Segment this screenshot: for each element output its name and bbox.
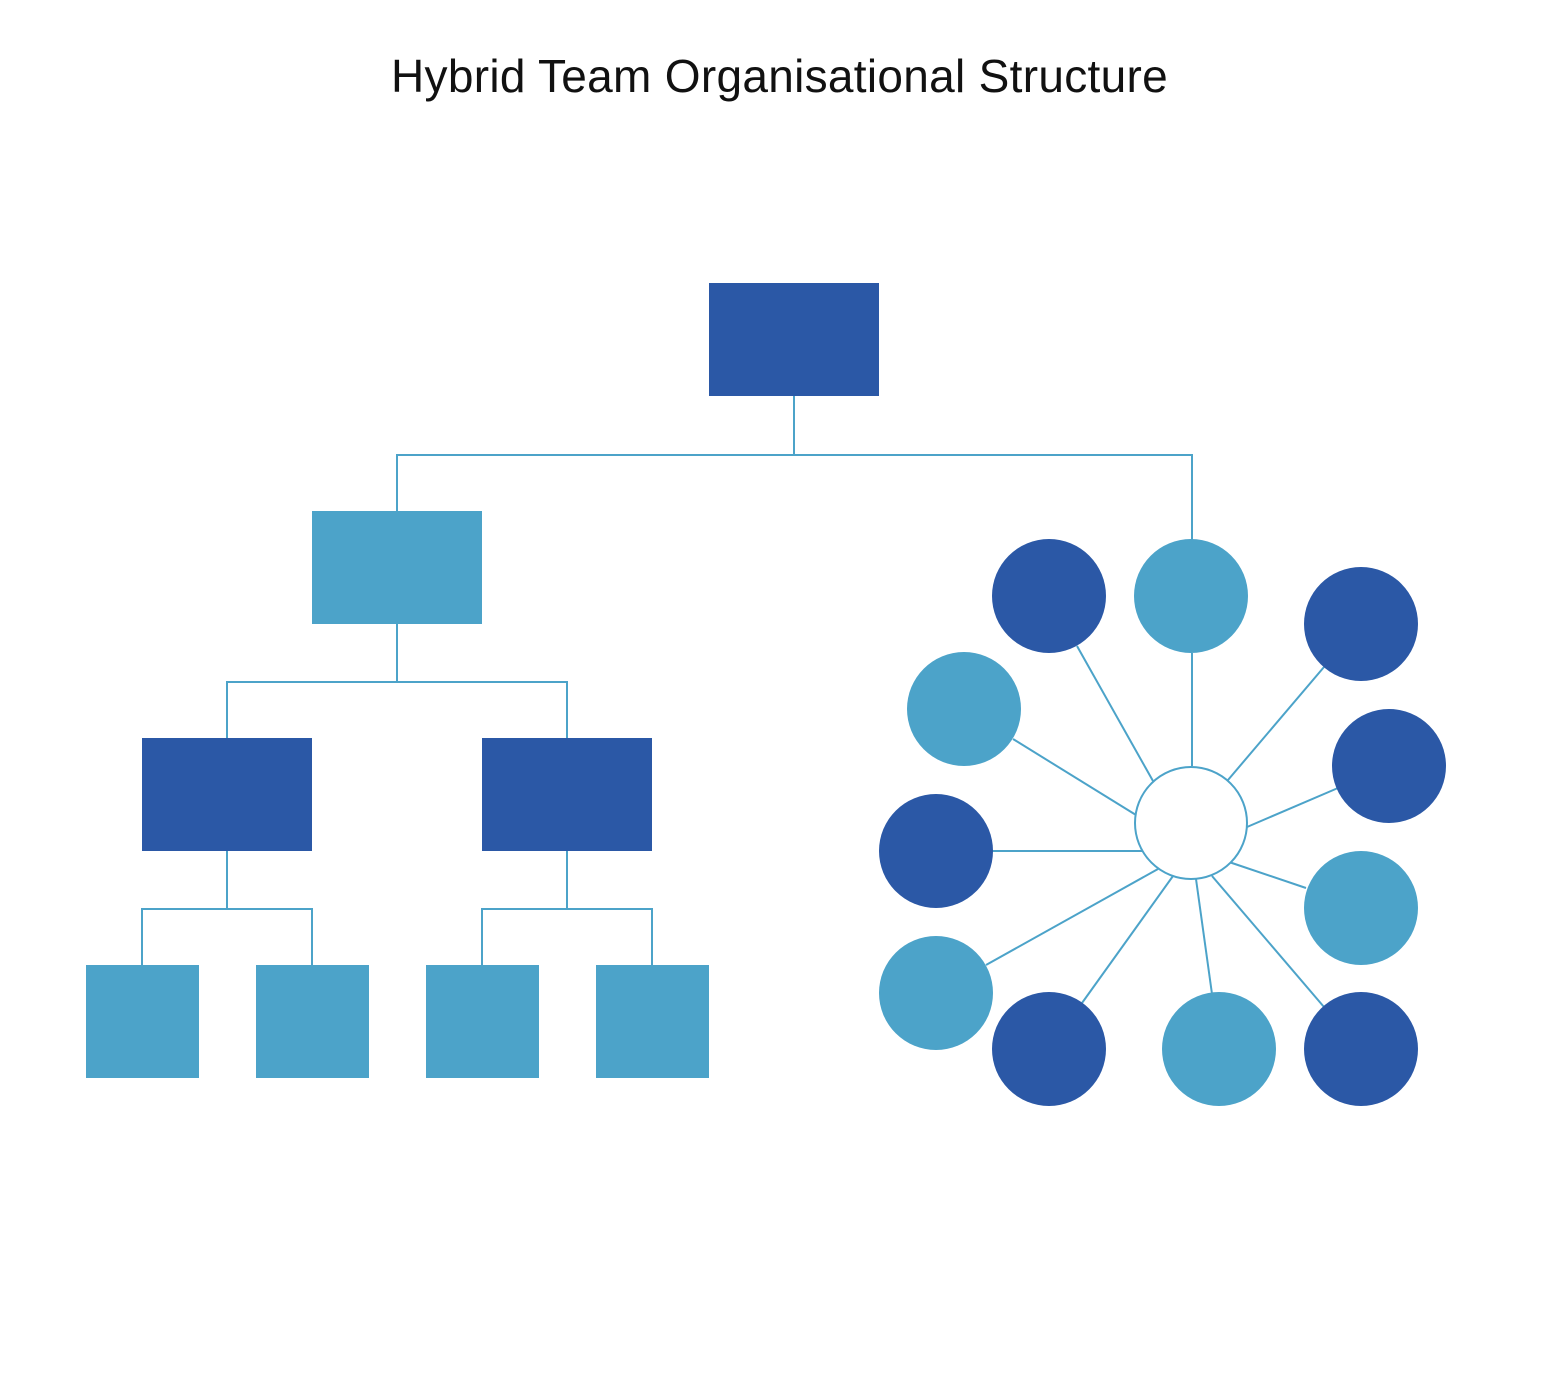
connector-left-manager-split: [141, 851, 313, 965]
spoke-left-lower: [985, 868, 1159, 966]
connector-level1-split: [226, 624, 568, 738]
org-box-member-2[interactable]: [256, 965, 369, 1078]
network-spokes: [985, 645, 1339, 1008]
network-node-9[interactable]: [1304, 851, 1418, 965]
diagram-title: Hybrid Team Organisational Structure: [391, 50, 1168, 102]
org-box-manager-right[interactable]: [482, 738, 652, 851]
org-box-department[interactable]: [312, 511, 482, 624]
spoke-bottom-right: [1211, 875, 1325, 1008]
network-hub[interactable]: [1134, 766, 1248, 880]
connector-right-manager-split: [481, 851, 653, 965]
network-node-10[interactable]: [1332, 709, 1446, 823]
spoke-right-upper: [1246, 787, 1339, 828]
hierarchy-boxes: [86, 283, 879, 1078]
spoke-left-upper: [1012, 738, 1137, 816]
org-box-root[interactable]: [709, 283, 879, 396]
spoke-bottom-left: [1081, 875, 1174, 1004]
org-box-manager-left[interactable]: [142, 738, 312, 851]
network-node-4[interactable]: [879, 794, 993, 908]
org-box-member-3[interactable]: [426, 965, 539, 1078]
hierarchy-connectors: [141, 396, 1193, 965]
org-box-member-4[interactable]: [596, 965, 709, 1078]
connector-root-split: [396, 396, 1193, 540]
spoke-right-lower: [1228, 861, 1307, 889]
spoke-upper-right: [1227, 666, 1325, 781]
network-node-8[interactable]: [1304, 992, 1418, 1106]
spoke-bottom: [1195, 878, 1213, 995]
network-node-5[interactable]: [879, 936, 993, 1050]
network-node-1[interactable]: [1134, 539, 1248, 653]
network-node-2[interactable]: [992, 539, 1106, 653]
network-nodes: [879, 539, 1446, 1106]
spoke-upper-left: [1076, 645, 1154, 782]
network-node-7[interactable]: [1162, 992, 1276, 1106]
network-node-6[interactable]: [992, 992, 1106, 1106]
network-node-11[interactable]: [1304, 567, 1418, 681]
network-node-3[interactable]: [907, 652, 1021, 766]
org-box-member-1[interactable]: [86, 965, 199, 1078]
